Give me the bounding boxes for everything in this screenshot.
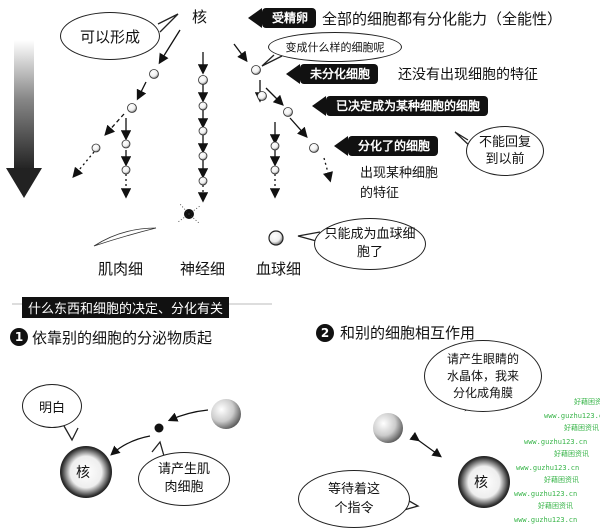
small-cells: [91, 65, 319, 186]
bubble-lens-line2: 水晶体，我来: [446, 368, 519, 383]
blood-cell-shape: [268, 230, 284, 246]
bubble-lens-line3: 分化成角膜: [452, 385, 513, 400]
watermark: 好藉困资讯 www.guzhu123.cn 好藉困资讯 www.guzhu123…: [514, 396, 600, 532]
bubble-request-muscle: 请产生肌 肉细胞: [138, 452, 230, 506]
bubble-lens-line1: 请产生眼睛的: [446, 351, 519, 366]
item2-text: 和别的细胞相互作用: [340, 324, 476, 342]
label-blood-cell: 血球细: [256, 260, 302, 278]
item1-text: 依靠别的细胞的分泌物质起: [32, 329, 213, 347]
bubble-request-line2: 肉细胞: [164, 480, 204, 495]
tag-differentiated: 分化了的细胞: [333, 136, 439, 156]
bubble-lens: 请产生眼睛的 水晶体，我来 分化成角膜: [424, 340, 542, 412]
tag-determined: 已决定成为某种细胞的细胞: [311, 96, 489, 116]
lineage-left: [72, 29, 181, 199]
bubble-request-line1: 请产生肌: [157, 462, 210, 477]
bubble-blood-line1: 只能成为血球细: [324, 227, 416, 242]
text-totipotent: 全部的细胞都有分化能力（全能性）: [322, 10, 563, 28]
nucleus-right-label: 核: [474, 475, 488, 491]
watermark-text: 好藉困资讯: [544, 476, 579, 484]
nucleus-left-label: 核: [76, 465, 90, 481]
tag-undifferentiated: 未分化细胞: [285, 64, 379, 84]
bubble-waiting: 等待着这 个指令: [298, 470, 410, 528]
nerve-cell-shape: [177, 203, 201, 225]
item1-number: 1: [10, 328, 28, 346]
muscle-cell-shape: [93, 227, 157, 247]
time-arrow: [6, 40, 42, 198]
secretion-diagram: [60, 399, 241, 498]
bubble-understood: 明白: [22, 384, 82, 428]
watermark-text: www.guzhu123.cn: [544, 412, 600, 420]
lineage-right: [233, 43, 333, 199]
watermark-text: 好藉困资讯: [564, 424, 599, 432]
text-feature: 出现某种细胞 的特征: [360, 164, 438, 204]
label-nerve-cell: 神经细: [180, 260, 226, 278]
bubble-question-text: 变成什么样的细胞呢: [285, 41, 385, 54]
watermark-text: 好藉困资讯: [554, 450, 589, 458]
label-muscle-cell: 肌肉细: [98, 260, 144, 278]
text-undifferentiated: 还没有出现细胞的特征: [398, 67, 538, 83]
text-feature-line1: 出现某种细胞: [360, 166, 439, 181]
watermark-text: 好藉困资讯: [574, 398, 600, 406]
watermark-text: 好藉困资讯: [538, 502, 573, 510]
watermark-text: www.guzhu123.cn: [514, 516, 578, 524]
bubble-blood-only: 只能成为血球细 胞了: [314, 218, 426, 270]
bubble-waiting-line1: 等待着这: [327, 482, 380, 497]
bubble-can-form-text: 可以形成: [79, 27, 140, 46]
bubble-irreversible-line2: 到以前: [485, 152, 525, 167]
nucleus-label: 核: [192, 8, 208, 26]
watermark-text: www.guzhu123.cn: [524, 438, 588, 446]
bubble-irreversible-line1: 不能回复: [478, 135, 531, 150]
text-feature-line2: 的特征: [360, 186, 400, 201]
bubble-can-form: 可以形成: [60, 12, 160, 60]
bubble-question: 变成什么样的细胞呢: [268, 32, 402, 62]
watermark-text: www.guzhu123.cn: [516, 464, 580, 472]
section-title: 什么东西和细胞的决定、分化有关: [22, 297, 230, 318]
watermark-text: www.guzhu123.cn: [514, 490, 578, 498]
bubble-blood-line2: 胞了: [356, 245, 383, 260]
bubble-understood-text: 明白: [38, 400, 65, 416]
item2-number: 2: [316, 324, 334, 342]
bubble-waiting-line2: 个指令: [334, 501, 374, 516]
tag-fertilized-egg: 受精卵: [247, 8, 317, 28]
bubble-irreversible: 不能回复 到以前: [466, 126, 544, 176]
